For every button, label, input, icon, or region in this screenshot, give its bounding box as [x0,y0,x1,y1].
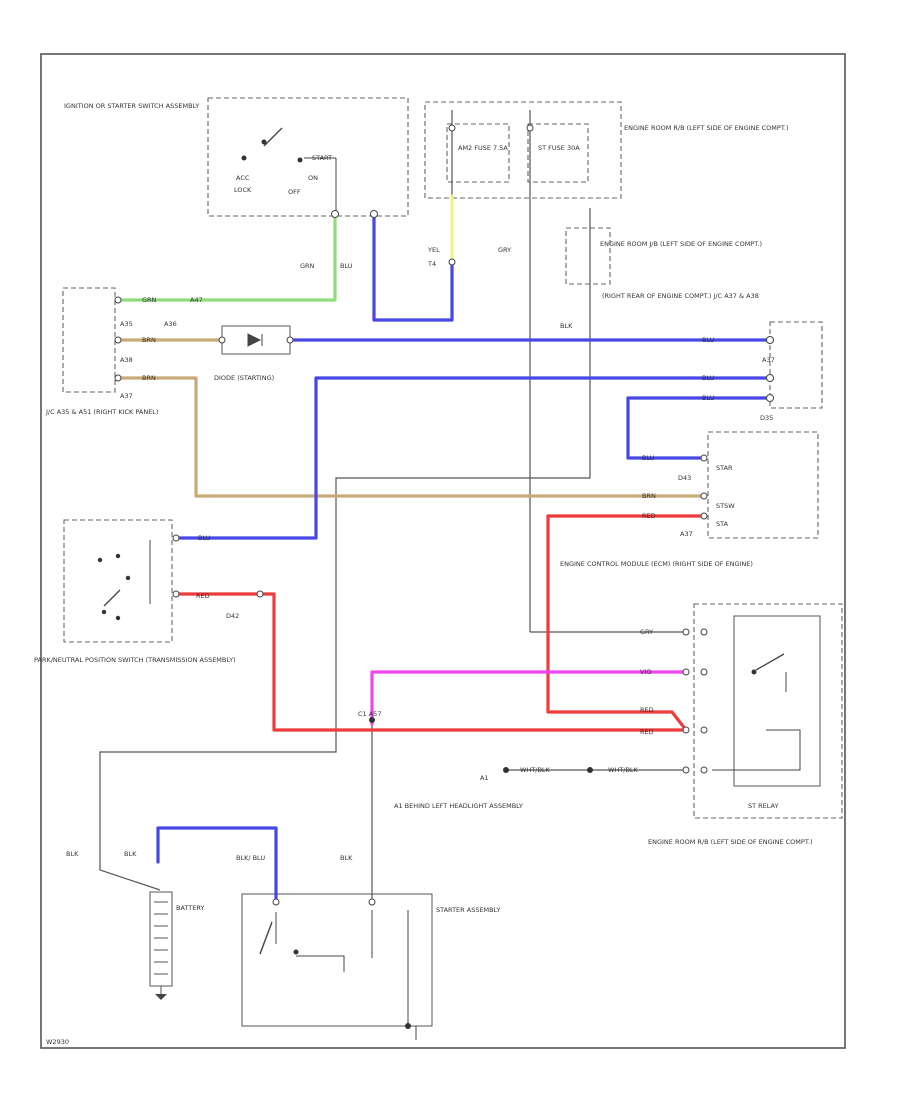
conn-c37: C1 A57 [358,710,381,718]
conn-a1: A1 [480,774,489,782]
conn-a37-rear: A37 [762,356,775,364]
wire-label-blu-pnp: BLU [198,534,211,542]
wire-label-blk-starter: BLK [340,854,353,862]
pnp-switch-label: PARK/NEUTRAL POSITION SWITCH (TRANSMISSI… [34,656,236,664]
engine-room-rb-bottom-label: ENGINE ROOM R/B (LEFT SIDE OF ENGINE COM… [648,838,813,846]
st-relay-inner-box [733,615,821,787]
wire-label-blk-battery1: BLK [66,850,79,858]
jc-right-rear-label: (RIGHT REAR OF ENGINE COMPT.) J/C A37 & … [602,292,759,300]
wire-label-vio: VIO [640,668,651,676]
conn-t4: T4 [427,260,436,268]
red-wire-pnp [174,592,688,732]
ecm-box [707,431,819,539]
green-wire [116,214,337,302]
battery-label: BATTERY [176,904,204,912]
ecm-pin-sta: STA [716,520,729,528]
connector-pins [114,124,774,906]
engine-room-rb-top-box [424,101,622,199]
diagram-frame [40,53,846,1049]
wire-label-red-relay2: RED [640,728,654,736]
diode-symbol [247,333,263,347]
wire-label-grn-a35: GRN [142,296,157,304]
engine-room-jb-label: ENGINE ROOM J/B (LEFT SIDE OF ENGINE COM… [600,240,762,248]
wire-label-wht-blk1: WHT/BLK [520,766,551,774]
wire-label-blk-blu: BLK/ BLU [236,854,265,862]
jc-a35-box [62,287,116,393]
splice-dot [369,717,375,723]
wire-label-brn-stsw: BRN [642,492,656,500]
st-relay-label: ST RELAY [748,802,778,810]
magenta-wire [370,670,688,726]
fuse-am2-label: AM2 FUSE 7.5A [458,144,508,152]
tan-wire-stsw [116,376,706,498]
engine-room-jb-box [565,227,611,285]
ignition-switch-box [207,97,409,217]
wire-label-yel: YEL [427,246,440,254]
wire-label-grn: GRN [300,262,315,270]
wire-label-blu: BLU [340,262,353,270]
battery-cells [149,891,173,1000]
ecm-pin-star: STAR [716,464,733,472]
ecm-label: ENGINE CONTROL MODULE (ECM) (RIGHT SIDE … [560,560,753,568]
st-relay-outer-box [693,603,843,819]
blue-wire-ignition [372,214,454,322]
blk-ground-wire [99,208,591,891]
wire-label-blu-star: BLU [642,454,655,462]
pnp-switch-contacts [97,540,151,621]
blue-wire-star [626,396,772,460]
diode-label: DIODE (STARTING) [214,374,274,382]
wire-label-blu-rear2: BLU [702,374,715,382]
conn-d43: D43 [678,474,691,482]
jc-right-rear-box [769,321,823,409]
conn-a37-ecm: A37 [680,530,693,538]
wire-label-red-sta: RED [642,512,656,520]
ecm-pin-stsw: STSW [716,502,735,510]
ignition-switch-label: IGNITION OR STARTER SWITCH ASSEMBLY [64,102,199,110]
conn-a47: A47 [190,296,203,304]
blue-wire-pnp [174,376,772,540]
fuse-st-box [527,123,589,183]
engine-room-rb-top-label: ENGINE ROOM R/B (LEFT SIDE OF ENGINE COM… [624,124,789,132]
switch-pos-on: ON [308,174,318,182]
switch-pos-lock: LOCK [234,186,252,194]
starter-box [241,893,433,1027]
fuse-am2-box [446,123,510,183]
wire-label-blk: BLK [560,322,573,330]
ground-icon [503,767,593,773]
fuse-feed-wires [451,110,686,633]
wire-label-red-pnp: RED [196,592,210,600]
st-relay-contacts [712,653,801,771]
ignition-switch-contacts [241,127,337,214]
red-wire-sta [546,514,706,732]
fuse-st-label: ST FUSE 30A [538,144,580,152]
wire-label-blu-rear3: BLU [702,394,715,402]
wire-label-wht-blk2: WHT/BLK [608,766,639,774]
conn-a36: A36 [164,320,177,328]
switch-pos-start: START [312,154,332,162]
conn-a38: A38 [120,356,133,364]
switch-pos-off: OFF [288,188,301,196]
wire-label-brn-a35: BRN [142,336,156,344]
wire-label-red-relay1: RED [640,706,654,714]
figure-id: W2930 [46,1038,69,1046]
switch-pos-acc: ACC [236,174,250,182]
conn-d42: D42 [226,612,239,620]
ground-point-label: A1 BEHIND LEFT HEADLIGHT ASSEMBLY [394,802,523,810]
wire-label-blk-battery2: BLK [124,850,137,858]
wire-label-blu-rear1: BLU [702,336,715,344]
pnp-switch-box [63,519,173,643]
blue-wire-battery [156,826,278,900]
starter-label: STARTER ASSEMBLY [436,906,500,914]
wire-label-gry-relay: GRY [640,628,653,636]
wire-label-gry: GRY [498,246,511,254]
conn-a37: A37 [120,392,133,400]
wire-label-brn-a51: BRN [142,374,156,382]
conn-a35: A35 [120,320,133,328]
conn-d35: D35 [760,414,773,422]
starter-internals [259,910,417,1040]
jc-a35-label: J/C A35 & A51 (RIGHT KICK PANEL) [45,408,158,416]
